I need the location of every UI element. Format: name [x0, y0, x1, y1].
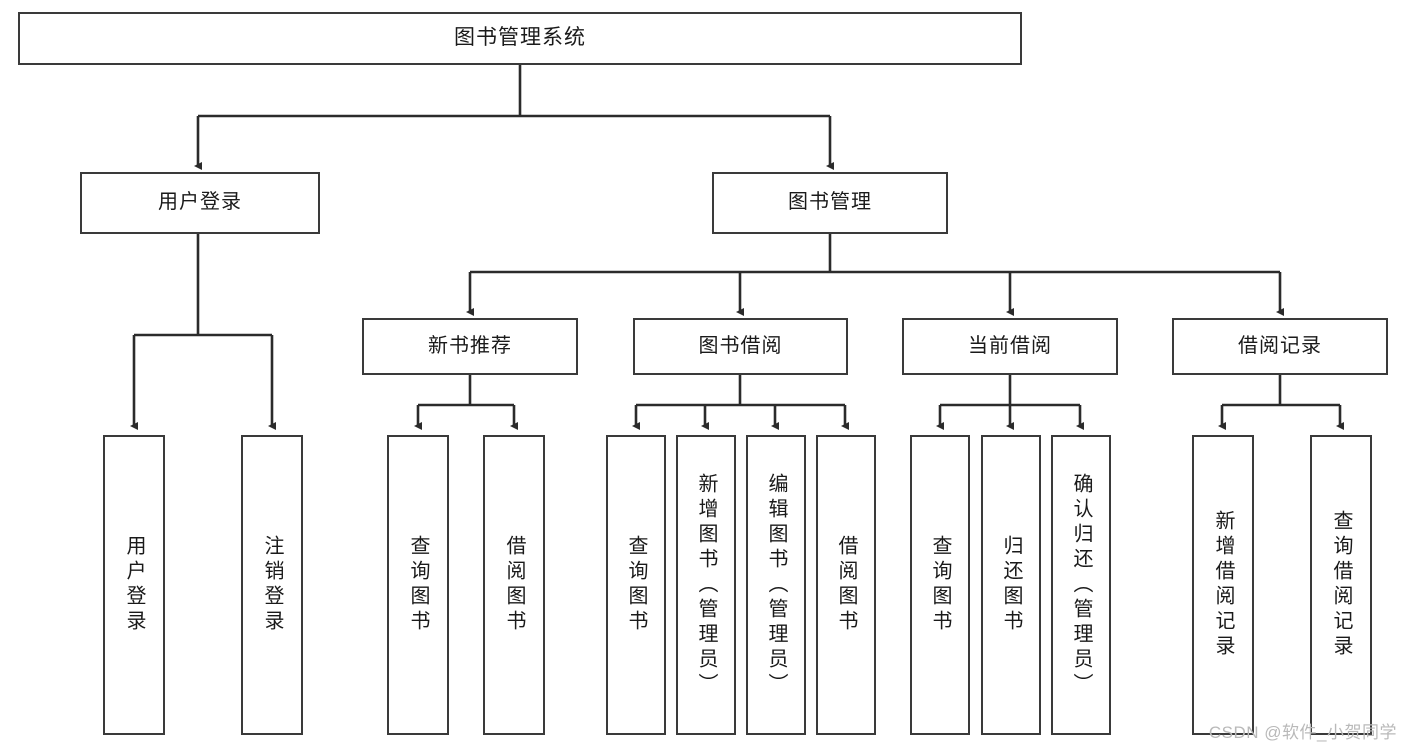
leaf-user-login-logout[interactable]: 注销登录	[241, 435, 303, 735]
leaf-user-login-login[interactable]: 用户登录	[103, 435, 165, 735]
node-current-borrow-label: 当前借阅	[968, 334, 1052, 357]
leaf-label: 查询图书	[929, 535, 951, 635]
csdn-watermark: CSDN @软件_小贺同学	[1208, 723, 1397, 742]
leaf-current-borrow-return[interactable]: 归还图书	[981, 435, 1041, 735]
leaf-label: 确认归还（管理员）	[1070, 472, 1092, 698]
leaf-book-borrow-borrow[interactable]: 借阅图书	[816, 435, 876, 735]
node-root-label: 图书管理系统	[454, 26, 586, 50]
leaf-current-borrow-query[interactable]: 查询图书	[910, 435, 970, 735]
node-user-login[interactable]: 用户登录	[80, 172, 320, 234]
node-current-borrow[interactable]: 当前借阅	[902, 318, 1118, 375]
node-book-manage-label: 图书管理	[788, 191, 872, 214]
leaf-book-borrow-query[interactable]: 查询图书	[606, 435, 666, 735]
leaf-label: 编辑图书（管理员）	[765, 472, 787, 698]
leaf-current-borrow-confirm[interactable]: 确认归还（管理员）	[1051, 435, 1111, 735]
leaf-book-borrow-edit[interactable]: 编辑图书（管理员）	[746, 435, 806, 735]
leaf-label: 注销登录	[261, 535, 283, 635]
node-borrow-record[interactable]: 借阅记录	[1172, 318, 1388, 375]
node-root[interactable]: 图书管理系统	[18, 12, 1022, 65]
node-new-book-rec-label: 新书推荐	[428, 334, 512, 357]
leaf-label: 归还图书	[1000, 535, 1022, 635]
leaf-label: 借阅图书	[835, 535, 857, 635]
leaf-borrow-record-query[interactable]: 查询借阅记录	[1310, 435, 1372, 735]
leaf-label: 新增图书（管理员）	[695, 472, 717, 698]
node-new-book-rec[interactable]: 新书推荐	[362, 318, 578, 375]
leaf-label: 查询图书	[625, 535, 647, 635]
leaf-label: 查询图书	[407, 535, 429, 635]
leaf-label: 新增借阅记录	[1212, 510, 1234, 660]
leaf-label: 查询借阅记录	[1330, 510, 1352, 660]
leaf-borrow-record-add[interactable]: 新增借阅记录	[1192, 435, 1254, 735]
leaf-label: 用户登录	[123, 535, 145, 635]
node-book-borrow-label: 图书借阅	[698, 334, 783, 357]
node-book-borrow[interactable]: 图书借阅	[633, 318, 848, 375]
leaf-label: 借阅图书	[503, 535, 525, 635]
leaf-new-book-rec-query[interactable]: 查询图书	[387, 435, 449, 735]
node-book-manage[interactable]: 图书管理	[712, 172, 948, 234]
leaf-book-borrow-add[interactable]: 新增图书（管理员）	[676, 435, 736, 735]
node-user-login-label: 用户登录	[158, 191, 242, 214]
node-borrow-record-label: 借阅记录	[1238, 334, 1322, 357]
leaf-new-book-rec-borrow[interactable]: 借阅图书	[483, 435, 545, 735]
